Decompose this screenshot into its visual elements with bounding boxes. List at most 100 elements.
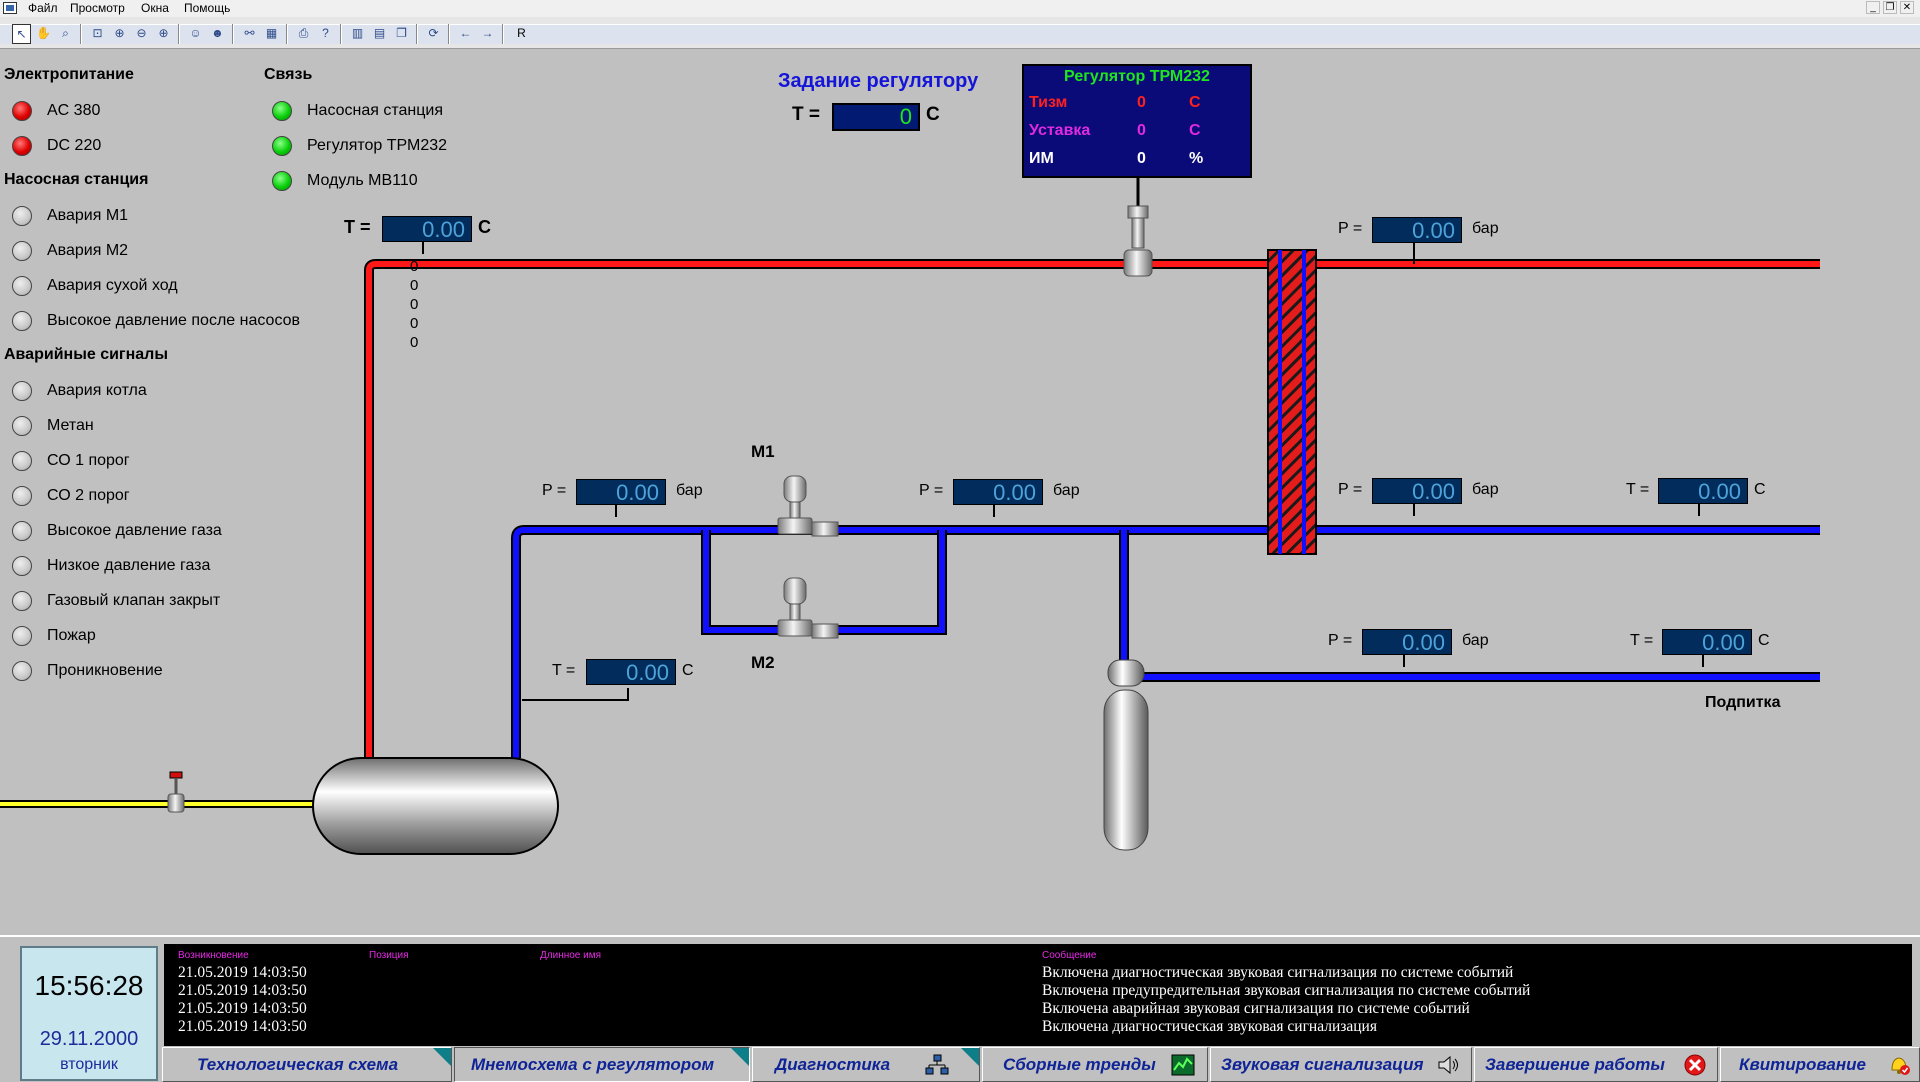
event-header-message: Сообщение — [1042, 950, 1097, 961]
measure-unit: бар — [1462, 632, 1489, 649]
row-label: ИМ — [1029, 150, 1054, 167]
menu-file[interactable]: Файл — [28, 1, 58, 15]
select-pointer-icon[interactable]: ↖ — [12, 24, 31, 44]
measure-label: T = — [1626, 481, 1650, 498]
process-mimic-diagram — [0, 178, 1820, 855]
refresh-window-icon[interactable]: ⟳ — [428, 26, 439, 40]
measure-label: P = — [1338, 481, 1363, 498]
measure-unit: бар — [1472, 220, 1499, 237]
nav-diagnostics-button[interactable]: Диагностика — [752, 1047, 980, 1082]
forward-arrow-icon[interactable]: → — [481, 26, 494, 40]
sensor-stem — [1413, 243, 1415, 264]
magnifier-icon[interactable]: ⌕ — [62, 26, 69, 40]
event-message: Включена диагностическая звуковая сигнал… — [1042, 964, 1514, 981]
gas-valve-icon[interactable] — [167, 771, 185, 813]
regulator-title: Регулятор ТРМ232 — [1064, 68, 1210, 85]
task-setpoint-input[interactable]: 0 — [832, 103, 920, 131]
tile-horizontal-icon[interactable]: ▤ — [373, 26, 386, 40]
regulator-valve-icon[interactable] — [1123, 178, 1153, 277]
task-t-unit: C — [926, 104, 940, 125]
event-log[interactable]: Возникновение Позиция Длинное имя Сообще… — [164, 944, 1912, 1046]
event-message: Включена аварийная звуковая сигнализация… — [1042, 1000, 1470, 1017]
measure-label: P = — [542, 482, 567, 499]
makeup-label: Подпитка — [1705, 694, 1781, 711]
help-icon[interactable]: ? — [322, 26, 329, 40]
row-unit: C — [1189, 94, 1201, 111]
nav-trends-button[interactable]: Сборные тренды — [982, 1047, 1208, 1082]
link-heading: Связь — [264, 66, 313, 83]
menu-view[interactable]: Просмотр — [70, 1, 125, 15]
regulator-row-actuator: ИМ 0 % — [1029, 150, 1249, 172]
r-button[interactable]: R — [517, 26, 526, 40]
nav-shutdown-button[interactable]: Завершение работы — [1474, 1047, 1718, 1082]
lamp-indicator — [12, 101, 32, 121]
event-time: 21.05.2019 14:03:50 — [178, 982, 307, 999]
bell-check-icon — [1891, 1057, 1910, 1075]
pump-m1-icon[interactable] — [777, 475, 839, 537]
regulator-panel[interactable]: Регулятор ТРМ232 Тизм 0 C Уставка 0 C ИМ… — [1022, 64, 1252, 178]
zero-values-list: 0 0 0 0 0 — [410, 258, 430, 353]
measure-label: T = — [1630, 632, 1654, 649]
zoom-fit-icon[interactable]: ⊕ — [114, 26, 125, 40]
clock-day: вторник — [60, 1056, 118, 1073]
binoculars-icon[interactable]: ⚯ — [244, 26, 255, 40]
expansion-vessel[interactable] — [1103, 659, 1149, 851]
back-arrow-icon[interactable]: ← — [459, 26, 472, 40]
print-icon[interactable]: ⎙ — [298, 26, 309, 40]
nav-acknowledge-button[interactable]: Квитирование — [1720, 1047, 1920, 1082]
toolbar-separator — [178, 24, 180, 44]
row-value: 0 — [1137, 150, 1146, 167]
event-time: 21.05.2019 14:03:50 — [178, 1018, 307, 1035]
sensor-stem — [1698, 504, 1700, 516]
sensor-stem — [1702, 655, 1704, 667]
pump-m2-icon[interactable] — [777, 577, 839, 639]
measure-p-after-pumps: P = 0.00 бар — [919, 479, 1089, 517]
measure-t-makeup: T = 0.00 C — [1630, 629, 1780, 667]
measure-label: T = — [552, 662, 576, 679]
lamp-indicator — [12, 241, 32, 261]
boiler-tank[interactable] — [312, 757, 559, 855]
tile-vertical-icon[interactable]: ▥ — [351, 26, 364, 40]
measure-label: P = — [919, 482, 944, 499]
nav-tech-scheme-button[interactable]: Технологическая схема — [162, 1047, 452, 1082]
toolbar-separator — [448, 24, 450, 44]
zoom-1to1-icon[interactable]: ⊡ — [92, 26, 103, 40]
value-text: 0 — [410, 334, 419, 351]
zoom-out-icon[interactable]: ⊖ — [136, 26, 147, 40]
restore-icon[interactable]: ❐ — [1883, 1, 1897, 14]
zoom-in-icon[interactable]: ⊕ — [158, 26, 169, 40]
app-icon[interactable] — [3, 2, 17, 14]
nav-sound-alarm-button[interactable]: Звуковая сигнализация — [1210, 1047, 1472, 1082]
pump-station-heading: Насосная станция — [4, 171, 149, 188]
menu-help[interactable]: Помощь — [184, 1, 231, 15]
toolbar — [0, 17, 1920, 49]
power-heading: Электропитание — [4, 66, 134, 83]
event-message: Включена предупредительная звуковая сигн… — [1042, 982, 1531, 999]
event-header-long-name: Длинное имя — [540, 950, 602, 961]
nav-mnemo-regulator-button[interactable]: Мнемосхема с регулятором — [454, 1047, 750, 1082]
supply-pipe-red — [364, 259, 1820, 758]
cascade-icon[interactable]: ❐ — [396, 26, 407, 40]
measure-p-supply-out: P = 0.00 бар — [1338, 217, 1508, 264]
measure-value: 0.00 — [586, 659, 676, 685]
toolbar-separator — [80, 24, 82, 44]
heat-exchanger[interactable] — [1267, 249, 1317, 555]
minimize-icon[interactable]: _ — [1866, 1, 1880, 14]
sensor-stem — [615, 505, 617, 517]
row-unit: % — [1189, 150, 1204, 167]
user-settings-icon[interactable]: ☻ — [211, 26, 224, 40]
measure-unit: C — [1754, 481, 1766, 498]
measure-p-makeup: P = 0.00 бар — [1328, 629, 1498, 667]
measure-value: 0.00 — [1362, 629, 1452, 655]
table-icon[interactable]: ▦ — [265, 26, 278, 40]
lamp-indicator — [12, 311, 32, 331]
user-icon[interactable]: ☺ — [189, 26, 202, 40]
menu-windows[interactable]: Окна — [141, 1, 169, 15]
navigation-bar: Технологическая схема Мнемосхема с регул… — [160, 1047, 1920, 1082]
toolbar-separator — [232, 24, 234, 44]
alarms-heading: Аварийные сигналы — [4, 346, 168, 363]
close-circle-icon — [1684, 1054, 1706, 1076]
hand-icon[interactable]: ✋ — [36, 26, 51, 40]
close-icon[interactable]: ✕ — [1900, 1, 1914, 14]
regulator-task-title: Задание регулятору — [778, 70, 979, 92]
